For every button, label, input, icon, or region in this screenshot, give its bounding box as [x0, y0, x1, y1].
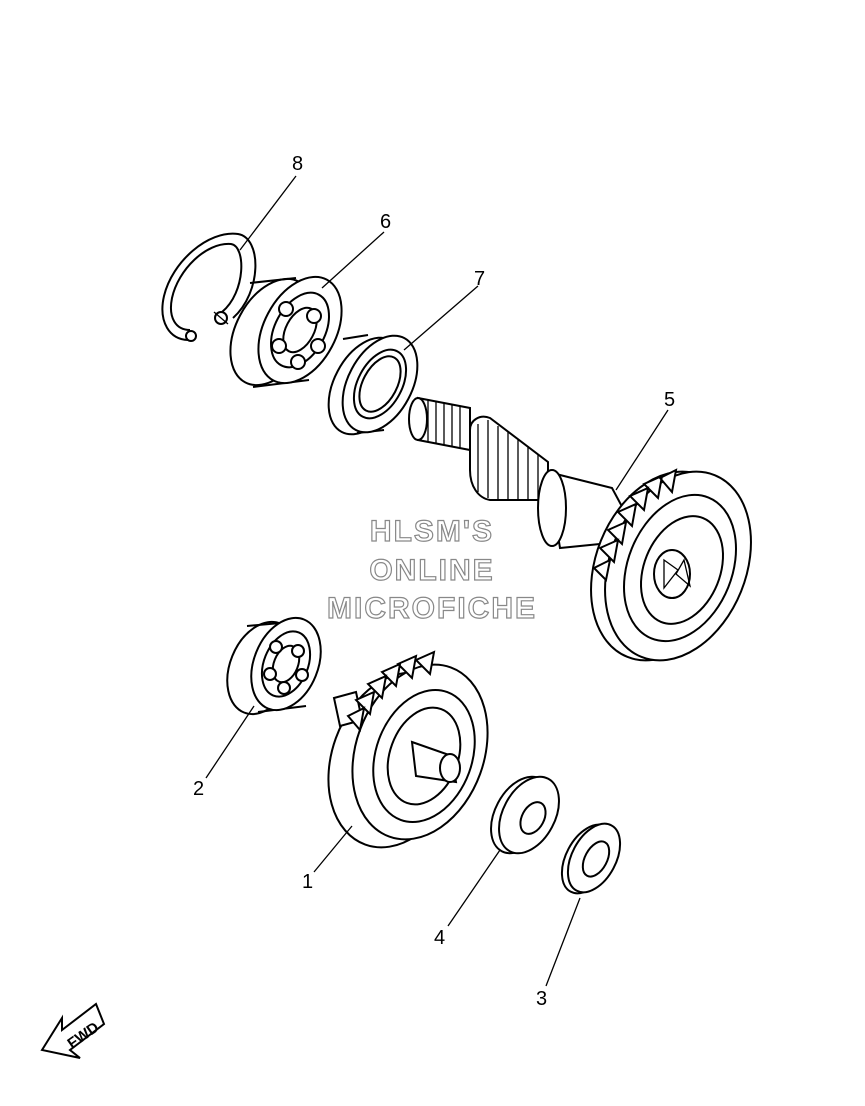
- bearing-part-2[interactable]: [214, 608, 333, 725]
- watermark-line-1: HLSM'S: [370, 515, 494, 548]
- circlip-part-8[interactable]: [161, 232, 257, 342]
- leader-lines: [205, 175, 669, 987]
- fwd-arrow-icon: FWD: [40, 1002, 106, 1059]
- washer-part-3[interactable]: [551, 815, 631, 902]
- callout-7: 7: [474, 268, 485, 290]
- oil-seal-part-7[interactable]: [313, 323, 432, 447]
- washer-part-4[interactable]: [479, 767, 571, 864]
- watermark-line-2: ONLINE: [369, 554, 494, 587]
- callout-2: 2: [193, 778, 204, 800]
- callout-3: 3: [536, 988, 547, 1010]
- callout-4: 4: [434, 927, 445, 949]
- callout-6: 6: [380, 211, 391, 233]
- callout-1: 1: [302, 871, 313, 893]
- watermark-line-3: MICROFICHE: [327, 592, 537, 625]
- gear-part-1[interactable]: [305, 646, 511, 867]
- watermark: HLSM'S ONLINE MICROFICHE: [326, 514, 537, 625]
- callout-5: 5: [664, 389, 675, 411]
- callout-8: 8: [292, 153, 303, 175]
- shaft-part-5[interactable]: [408, 396, 778, 682]
- bearing-part-6[interactable]: [213, 263, 358, 399]
